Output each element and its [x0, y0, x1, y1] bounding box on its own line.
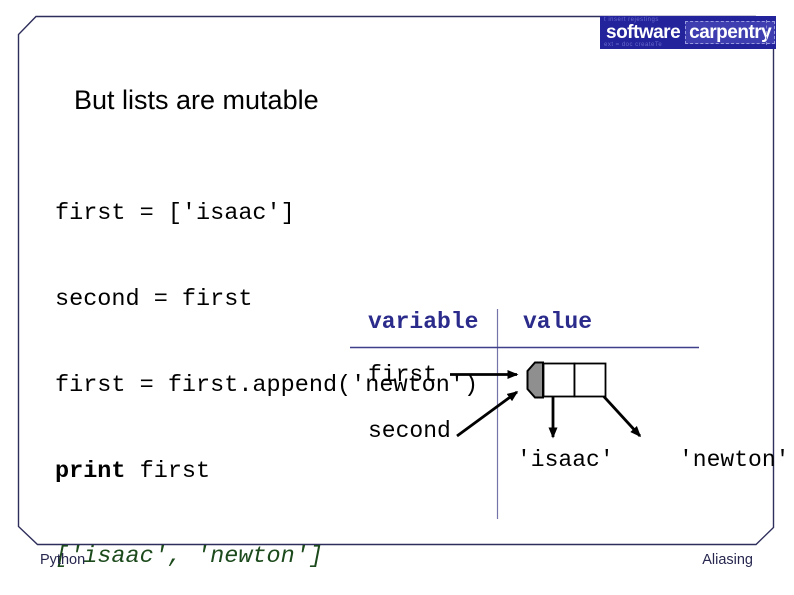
footer-topic-label: Python [40, 552, 86, 568]
slide-title: But lists are mutable [74, 85, 319, 115]
value-label-isaac: 'isaac' [517, 447, 614, 473]
list-node-head [526, 361, 544, 399]
list-node-cell-1 [542, 362, 576, 398]
code-print-keyword: print [55, 457, 126, 485]
variable-label-first: first [368, 362, 438, 388]
value-label-newton: 'newton' [679, 447, 790, 473]
logo-carpentry-text: carpentry [685, 21, 776, 44]
footer-section-label: Aliasing [702, 552, 753, 568]
logo-wordmark: software carpentry [600, 16, 776, 49]
logo-ruler-decoration [766, 20, 773, 45]
list-node-cell-2 [573, 362, 607, 398]
table-header-value: value [523, 309, 593, 335]
code-line-4: print first [55, 458, 478, 487]
code-output-line: ['isaac', 'newton'] [55, 543, 323, 571]
code-line-2: second = first [55, 285, 253, 313]
logo-texture-text-bottom: ext = doc createTe [604, 42, 663, 48]
software-carpentry-logo: t insert rejestings software carpentry e… [600, 16, 776, 49]
variable-label-second: second [368, 418, 451, 444]
table-header-variable: variable [368, 309, 479, 335]
code-block: first = ['isaac'] second = first first =… [55, 143, 478, 595]
code-line-3: first = first.append('newton') [55, 371, 479, 399]
code-print-argument: first [125, 457, 211, 485]
logo-texture-text-top: t insert rejestings [604, 17, 659, 23]
arrow-second-to-list [456, 390, 519, 438]
code-line-1: first = ['isaac'] [55, 200, 295, 228]
logo-software-text: software [606, 21, 681, 43]
